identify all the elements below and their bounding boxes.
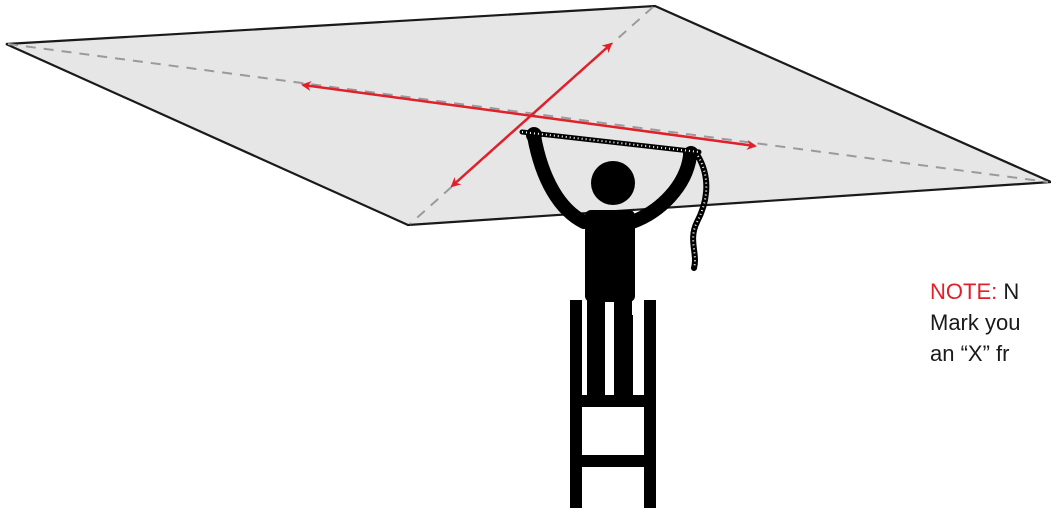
person-torso	[585, 210, 635, 302]
note-line-1: NOTE: N	[930, 276, 1051, 307]
ladder	[570, 300, 656, 508]
note-line-2: Mark you	[930, 307, 1051, 338]
person-right-leg	[614, 296, 632, 406]
person-left-leg	[587, 296, 605, 406]
note-label: NOTE:	[930, 279, 997, 304]
note-text-block: NOTE: N Mark you an “X” fr	[930, 276, 1051, 369]
note-line-1-text: N	[1003, 279, 1019, 304]
note-line-3: an “X” fr	[930, 338, 1051, 369]
person-head	[591, 161, 635, 205]
